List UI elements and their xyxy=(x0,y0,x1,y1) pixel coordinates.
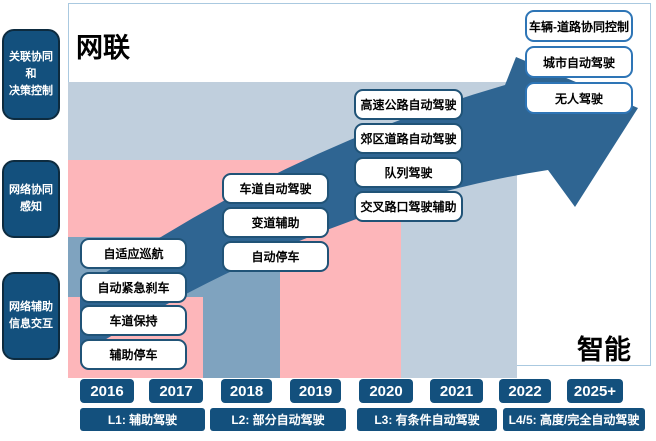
feature-box-vehicle-road-coop: 车辆-道路协同控制 xyxy=(525,10,633,42)
feature-box-auto-parking: 自动停车 xyxy=(222,241,329,272)
feature-box-driverless: 无人驾驶 xyxy=(525,82,633,114)
feature-box-suburban-autodrive: 郊区道路自动驾驶 xyxy=(354,123,463,154)
level-band-l45: L4/5: 高度/完全自动驾驶 xyxy=(503,408,645,431)
year-label-2020: 2020 xyxy=(359,379,413,403)
networking-label: 网联 xyxy=(76,33,130,63)
level-band-l1: L1: 辅助驾驶 xyxy=(80,408,205,431)
feature-box-urban-autodrive: 城市自动驾驶 xyxy=(525,46,633,78)
feature-box-assisted-parking: 辅助停车 xyxy=(80,339,187,370)
year-label-2022: 2022 xyxy=(499,379,551,403)
year-label-2018: 2018 xyxy=(221,379,272,403)
capability-line: 感知 xyxy=(20,201,42,213)
capability-line: 网络辅助 xyxy=(9,300,53,313)
feature-box-lane-auto-driving: 车道自动驾驶 xyxy=(222,173,329,204)
feature-box-lane-change-assist: 变道辅助 xyxy=(222,207,329,238)
year-label-2025plus: 2025+ xyxy=(567,379,623,403)
capability-line: 信息交互 xyxy=(9,318,53,330)
capability-layer-information: 网络辅助 信息交互 xyxy=(2,272,60,360)
level-band-l3: L3: 有条件自动驾驶 xyxy=(357,408,497,431)
feature-box-highway-autodrive: 高速公路自动驾驶 xyxy=(354,89,463,120)
capability-line: 决策控制 xyxy=(9,85,53,98)
feature-box-adaptive-cruise: 自适应巡航 xyxy=(80,238,187,269)
feature-box-platooning: 队列驾驶 xyxy=(354,157,463,188)
capability-line: 关联协同 xyxy=(9,50,53,63)
level-band-l2: L2: 部分自动驾驶 xyxy=(210,408,346,431)
capability-line: 网络协同 xyxy=(9,183,53,196)
capability-layer-perception: 网络协同 感知 xyxy=(2,160,60,238)
feature-box-intersection-assist: 交叉路口驾驶辅助 xyxy=(354,191,463,222)
feature-box-emergency-brake: 自动紧急刹车 xyxy=(80,272,187,303)
capability-layer-decision: 关联协同 和 决策控制 xyxy=(2,29,60,120)
year-label-2021: 2021 xyxy=(430,379,483,403)
capability-line: 和 xyxy=(25,67,37,80)
year-label-2016: 2016 xyxy=(80,379,134,403)
year-label-2019: 2019 xyxy=(290,379,341,403)
year-label-2017: 2017 xyxy=(149,379,203,403)
feature-box-lane-keeping: 车道保持 xyxy=(80,305,187,336)
intelligence-label: 智能 xyxy=(577,335,631,365)
